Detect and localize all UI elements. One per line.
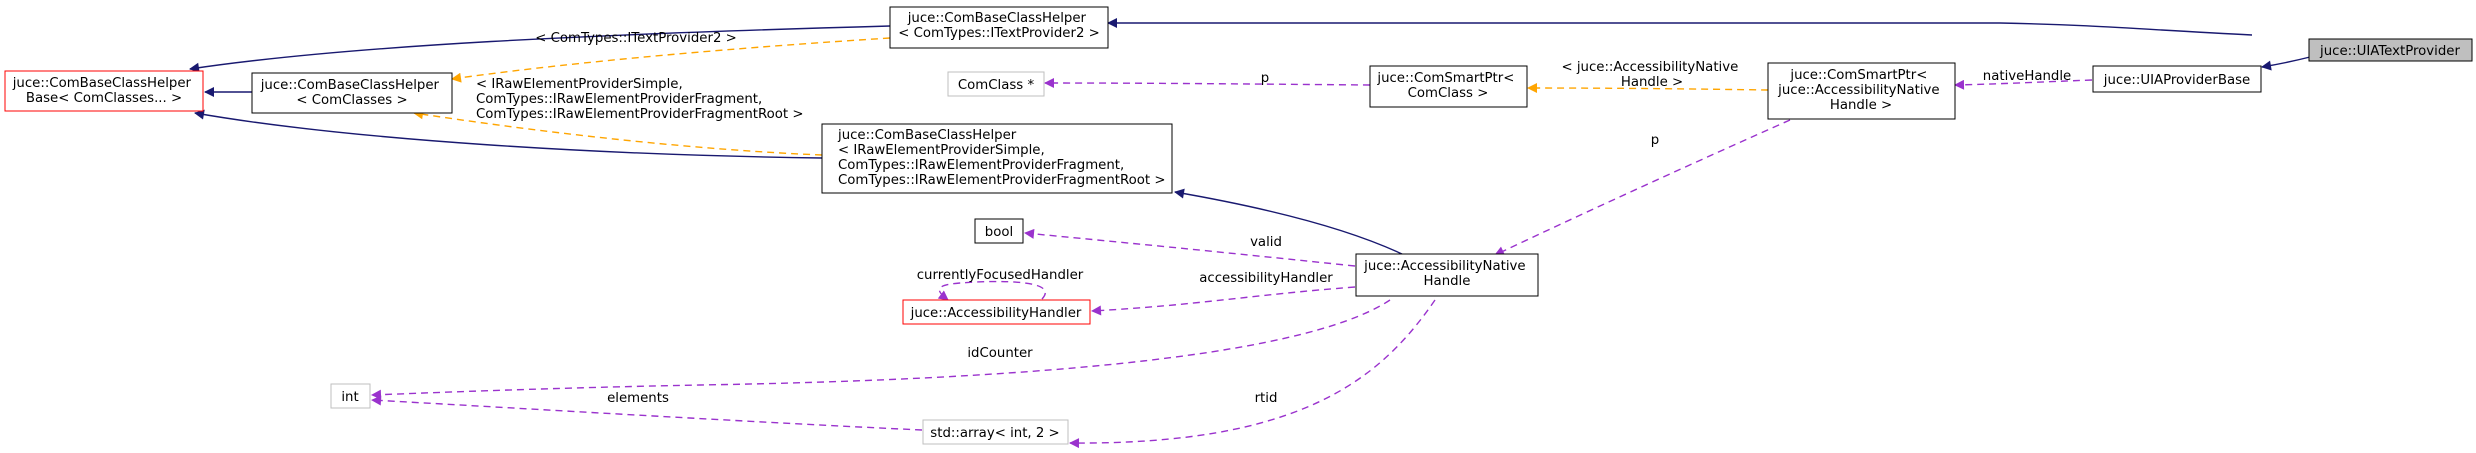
node-com-smart-ptr-comclass[interactable]: juce::ComSmartPtr< ComClass > xyxy=(1369,65,1528,108)
edge-usage-idcounter xyxy=(371,299,1391,400)
label-accessibilityhandler: accessibilityHandler xyxy=(1199,271,1333,286)
svg-text:juce::ComSmartPtr< juce:: juce::ComSmartPtr< juce::AccessibilityNa… xyxy=(1777,68,1944,113)
svg-text:int: int xyxy=(341,390,358,405)
label-accessibilitynativehandle-tpl: < juce::AccessibilityNative Handle > xyxy=(1561,60,1742,90)
label-currentlyfocusedhandler: currentlyFocusedHandler xyxy=(917,268,1084,283)
node-bool[interactable]: bool xyxy=(974,218,1024,244)
svg-text:ComClass *: ComClass * xyxy=(958,78,1035,93)
edge-usage-rtid xyxy=(1069,299,1436,449)
svg-text:juce::ComBaseClassHelper: juce::ComBaseClassHelper < IRawElementPr… xyxy=(837,128,1166,188)
edge-combase-itextprovider2-to-combase-base xyxy=(189,25,891,73)
label-valid: valid xyxy=(1250,235,1282,250)
edge-usage-elements xyxy=(371,395,923,431)
label-itextprovider2: < ComTypes::ITextProvider2 > xyxy=(535,31,737,46)
node-combase-comclasses[interactable]: juce::ComBaseClassHelper < ComClasses > xyxy=(251,72,453,114)
node-accessibility-native-handle[interactable]: juce::AccessibilityNative Handle xyxy=(1355,253,1539,297)
label-rtid: rtid xyxy=(1255,391,1278,406)
node-accessibility-handler[interactable]: juce::AccessibilityHandler xyxy=(902,299,1091,325)
svg-text:juce::ComBaseClassHelper: juce::ComBaseClassHelper < ComClasses > xyxy=(260,78,444,108)
edge-uiatextprovider-to-uiaproviderbase xyxy=(2261,56,2311,71)
svg-text:std::array< int, 2 >: std::array< int, 2 > xyxy=(930,426,1059,441)
svg-text:juce::ComBaseClassHelper: juce::ComBaseClassHelper < ComTypes::ITe… xyxy=(898,11,1100,41)
node-std-array[interactable]: std::array< int, 2 > xyxy=(922,419,1069,445)
node-combase-irawelement[interactable]: juce::ComBaseClassHelper < IRawElementPr… xyxy=(821,123,1173,194)
edge-usage-p-handle xyxy=(1494,119,1791,256)
edge-usage-accessibilityhandler xyxy=(1091,286,1356,316)
label-p-handle: p xyxy=(1651,133,1659,148)
edge-usage-valid xyxy=(1024,228,1356,267)
node-com-smart-ptr-accessibility-native-handle[interactable]: juce::ComSmartPtr< juce::AccessibilityNa… xyxy=(1767,62,1956,120)
node-uia-provider-base[interactable]: juce::UIAProviderBase xyxy=(2092,65,2262,93)
edge-usage-p-comclass xyxy=(1044,78,1371,89)
edge-template-itextprovider2 xyxy=(451,37,891,83)
svg-text:juce::AccessibilityNative: juce::AccessibilityNative Handle xyxy=(1363,259,1530,289)
label-p-comclass: p xyxy=(1261,71,1269,86)
svg-text:juce::ComBaseClassHelper: juce::ComBaseClassHelper Base< ComClasse… xyxy=(12,76,196,106)
edge-usage-currentlyfocusedhandler xyxy=(937,280,1046,301)
label-elements: elements xyxy=(607,391,669,406)
node-combase-itextprovider2[interactable]: juce::ComBaseClassHelper < ComTypes::ITe… xyxy=(889,6,1109,49)
node-int[interactable]: int xyxy=(330,383,371,409)
svg-text:juce::ComSmartPtr< ComCl: juce::ComSmartPtr< ComClass > xyxy=(1376,71,1518,101)
node-combase-base[interactable]: juce::ComBaseClassHelper Base< ComClasse… xyxy=(4,70,204,112)
edge-uiatextprovider-to-combase-itextprovider2 xyxy=(1107,18,2253,36)
edge-usage-nativehandle xyxy=(1954,79,2093,90)
edge-combase-irawelement-to-combase-base xyxy=(194,109,823,159)
svg-text:bool: bool xyxy=(985,225,1013,240)
edge-accessibilitynativehandle-to-combase-irawelement xyxy=(1174,188,1403,255)
label-irawelement: < IRawElementProviderSimple, ComTypes::I… xyxy=(476,77,804,122)
node-uia-text-provider[interactable]: juce::UIATextProvider xyxy=(2308,38,2473,62)
svg-text:juce::UIATextProvider: juce::UIATextProvider xyxy=(2319,44,2460,59)
node-comclass-pointer[interactable]: ComClass * xyxy=(947,71,1045,97)
svg-text:juce::UIAProviderBase: juce::UIAProviderBase xyxy=(2103,73,2250,88)
edge-template-accessibilitynativehandle xyxy=(1527,83,1769,94)
label-idcounter: idCounter xyxy=(967,346,1033,361)
label-nativehandle: nativeHandle xyxy=(1983,69,2071,84)
edge-template-irawelement xyxy=(413,109,823,156)
svg-text:juce::AccessibilityHandler: juce::AccessibilityHandler xyxy=(910,306,1082,321)
